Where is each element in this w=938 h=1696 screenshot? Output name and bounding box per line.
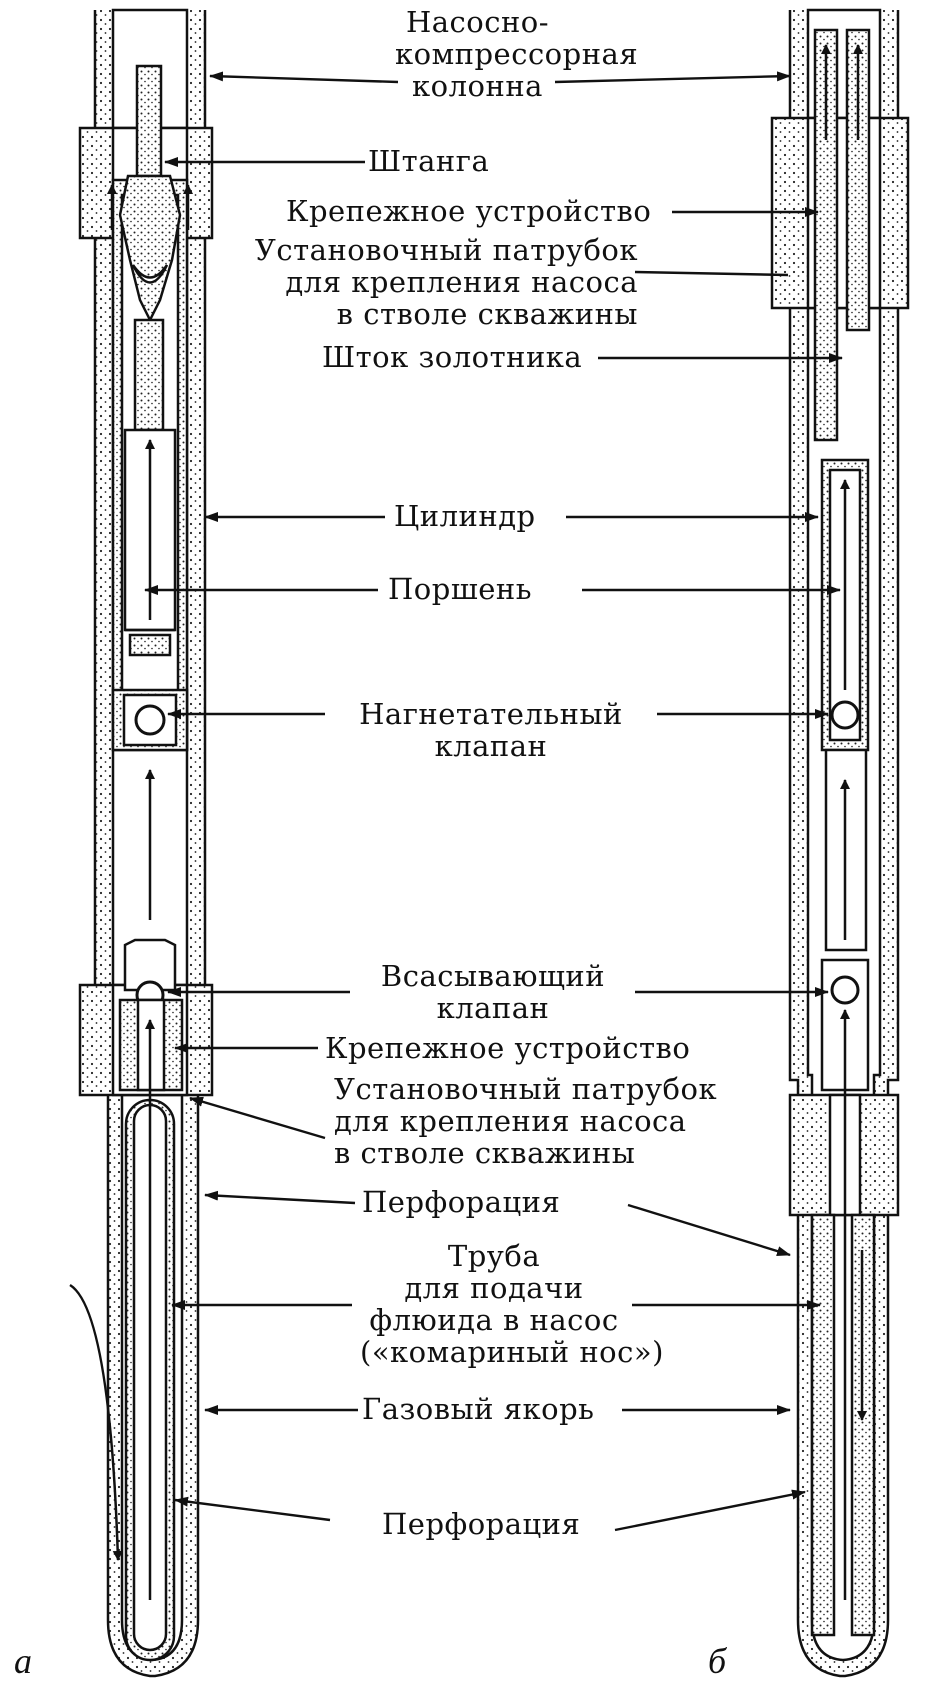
label-plunger: Поршень [388, 573, 532, 605]
label-valve-rod-line-1: Шток золотника [322, 340, 583, 374]
label-perforation-top-line-1: Перфорация [362, 1185, 561, 1219]
label-anchor-top: Крепежное устройство [286, 195, 651, 227]
label-seating-nipple-top-line-1: Установочный патрубок [254, 233, 638, 267]
label-barrel-line-1: Цилиндр [394, 499, 536, 533]
label-perforation-top: Перфорация [362, 1186, 560, 1218]
label-valve-rod: Шток золотника [322, 341, 582, 373]
label-seating-nipple-bottom-line-2: для крепления насоса [334, 1104, 687, 1138]
label-anchor-bottom: Крепежное устройство [325, 1032, 690, 1064]
figure-letter-right: б [708, 1641, 727, 1681]
label-perforation-bottom: Перфорация [382, 1508, 580, 1540]
label-suction-valve: Всасывающий клапан [358, 960, 628, 1024]
label-seating-nipple-top-line-3: в стволе скважины [336, 297, 638, 331]
figure-letter-left: а [14, 1641, 32, 1681]
label-feed-tube-line-4: («комариный нос») [360, 1335, 664, 1369]
pump-left [69, 8, 214, 1678]
label-feed-tube-line-3: флюида в насос [369, 1303, 619, 1337]
label-plunger-line-1: Поршень [388, 572, 533, 606]
leader-arrows [144, 71, 843, 1532]
label-suction-valve-line-2: клапан [436, 991, 550, 1025]
label-anchor-top-line-1: Крепежное устройство [286, 194, 652, 228]
label-anchor-bottom-line-1: Крепежное устройство [325, 1031, 691, 1065]
label-feed-tube-line-2: для подачи [404, 1271, 584, 1305]
label-barrel: Цилиндр [394, 500, 536, 532]
label-seating-nipple-bottom: Установочный патрубок для крепления насо… [334, 1073, 717, 1169]
label-discharge-valve: Нагнетательный клапан [332, 698, 650, 762]
label-rod: Штанга [368, 145, 489, 177]
label-tubing: Насосно- компрессорная колонна [395, 5, 639, 103]
label-discharge-valve-line-1: Нагнетательный [359, 697, 623, 731]
label-suction-valve-line-1: Всасывающий [380, 959, 606, 993]
label-gas-anchor-line-1: Газовый якорь [362, 1392, 595, 1426]
label-tubing-line-1: Насосно- [405, 5, 550, 39]
label-seating-nipple-bottom-line-3: в стволе скважины [334, 1136, 636, 1170]
label-tubing-line-2: компрессорная [395, 37, 639, 71]
label-seating-nipple-bottom-line-1: Установочный патрубок [334, 1072, 718, 1106]
label-rod-line-1: Штанга [368, 144, 490, 178]
label-seating-nipple-top: Установочный патрубок для крепления насо… [230, 234, 638, 330]
label-tubing-line-3: колонна [412, 69, 543, 103]
label-feed-tube-line-1: Труба [447, 1239, 541, 1273]
label-discharge-valve-line-2: клапан [434, 729, 548, 763]
pump-right [770, 8, 910, 1678]
label-gas-anchor: Газовый якорь [362, 1393, 594, 1425]
label-perforation-bottom-line-1: Перфорация [382, 1507, 581, 1541]
label-feed-tube: Труба для подачи флюида в насос («комари… [360, 1239, 664, 1369]
label-seating-nipple-top-line-2: для крепления насоса [285, 265, 638, 299]
